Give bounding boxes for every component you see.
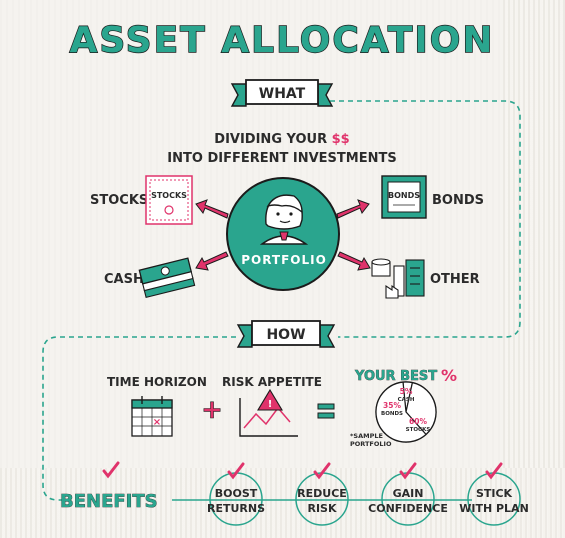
what-line-1-text: DIVIDING YOUR bbox=[214, 132, 331, 147]
bonds-label: BONDS bbox=[432, 193, 484, 208]
benefit-stick-with-plan: STICK WITH PLAN bbox=[459, 462, 529, 526]
plus-icon: + bbox=[201, 395, 223, 425]
pie-label-pct-stocks: 60% bbox=[409, 417, 427, 426]
check-icon bbox=[399, 462, 417, 480]
pie-label-pct-bonds: 35% bbox=[383, 401, 401, 410]
arrow-to-cash bbox=[195, 251, 229, 271]
benefits-check-icon bbox=[102, 461, 120, 479]
buildings-icon bbox=[371, 258, 425, 299]
benefit-line-2: CONFIDENCE bbox=[368, 502, 448, 515]
sample-note-1: *SAMPLE bbox=[350, 432, 383, 440]
svg-text:×: × bbox=[153, 417, 161, 428]
pie-label-name-stocks: STOCKS bbox=[406, 427, 431, 433]
arrow-to-stocks bbox=[195, 199, 229, 219]
time-horizon-label: TIME HORIZON bbox=[107, 375, 207, 389]
check-icon bbox=[313, 462, 331, 480]
check-icon bbox=[485, 462, 503, 480]
pie-slice-bonds bbox=[405, 381, 437, 436]
pie-slice-stocks bbox=[375, 381, 427, 443]
other-label: OTHER bbox=[430, 272, 480, 287]
portfolio-circle: PORTFOLIO bbox=[226, 177, 340, 291]
how-label: HOW bbox=[266, 327, 305, 343]
allocation-arrows bbox=[195, 199, 371, 271]
title: ASSET ALLOCATION bbox=[69, 20, 494, 61]
percent-symbol: % bbox=[441, 366, 457, 385]
benefit-line-1: REDUCE bbox=[297, 487, 347, 500]
bonds-icon-text: BONDS bbox=[388, 191, 420, 200]
stocks-label: STOCKS bbox=[90, 193, 148, 208]
pie-label-name-bonds: BONDS bbox=[381, 411, 403, 417]
benefit-line-2: RISK bbox=[307, 502, 336, 515]
equals-icon bbox=[317, 403, 335, 419]
bonds-certificate-icon: BONDS bbox=[381, 175, 427, 219]
benefits-label: BENEFITS bbox=[60, 491, 158, 512]
risk-chart-icon: ! bbox=[239, 388, 298, 437]
benefit-line-1: GAIN bbox=[393, 487, 424, 500]
benefit-boost-returns: BOOST RETURNS bbox=[207, 462, 265, 526]
what-banner: WHAT bbox=[230, 79, 334, 107]
sample-note-2: PORTFOLIO bbox=[350, 440, 392, 448]
benefit-line-1: BOOST bbox=[215, 487, 258, 500]
person-icon bbox=[259, 194, 309, 245]
benefit-line-2: RETURNS bbox=[207, 502, 265, 515]
napkin-edge-bottom bbox=[0, 468, 565, 538]
how-banner: HOW bbox=[236, 320, 336, 348]
arrow-to-bonds bbox=[336, 199, 370, 219]
benefit-gain-confidence: GAIN CONFIDENCE bbox=[368, 462, 448, 526]
money-symbol: $$ bbox=[332, 132, 350, 147]
your-best-label: YOUR BEST bbox=[354, 369, 437, 384]
cash-label: CASH bbox=[104, 272, 144, 287]
risk-appetite-label: RISK APPETITE bbox=[222, 375, 322, 389]
benefit-line-2: WITH PLAN bbox=[459, 502, 529, 515]
cash-stack-icon bbox=[138, 257, 196, 299]
napkin-edge-right bbox=[503, 0, 565, 538]
check-icon bbox=[227, 462, 245, 480]
benefit-reduce-risk: REDUCE RISK bbox=[295, 462, 349, 526]
portfolio-label: PORTFOLIO bbox=[241, 253, 327, 267]
pie-slices bbox=[375, 381, 437, 443]
stocks-icon-text: STOCKS bbox=[151, 191, 187, 200]
benefit-line-1: STICK bbox=[476, 487, 513, 500]
pie-label-pct-cash: 5% bbox=[400, 387, 413, 396]
arrow-to-other bbox=[337, 251, 371, 271]
svg-text:!: ! bbox=[268, 399, 273, 410]
what-line-2: INTO DIFFERENT INVESTMENTS bbox=[167, 151, 396, 166]
what-label: WHAT bbox=[259, 86, 306, 102]
stocks-certificate-icon: STOCKS bbox=[145, 175, 193, 225]
pie-label-name-cash: CASH bbox=[398, 397, 415, 403]
dashed-connector bbox=[42, 100, 521, 501]
what-line-1: DIVIDING YOUR $$ bbox=[214, 132, 349, 147]
calendar-icon: × bbox=[131, 396, 173, 437]
